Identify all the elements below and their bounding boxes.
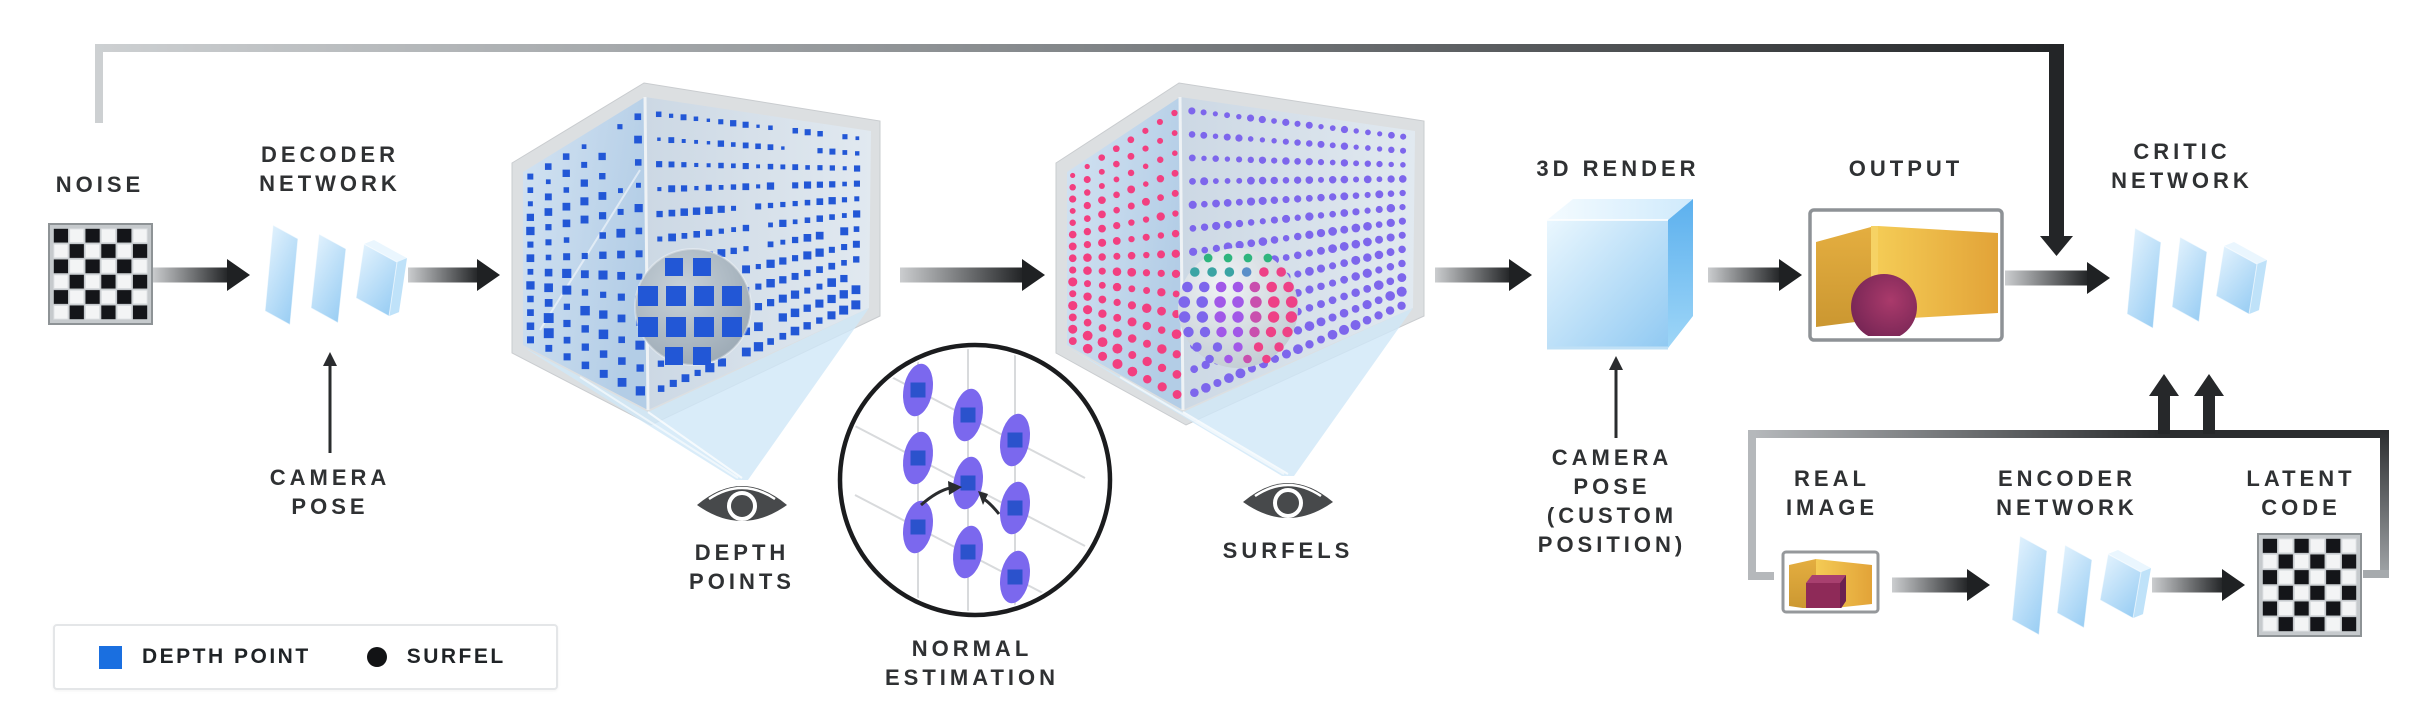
normal-estimation-inset xyxy=(837,342,1113,618)
output-label: OUTPUT xyxy=(1848,156,1964,181)
camera-pose-arrow xyxy=(323,352,337,453)
feedback-bracket-real-latent-to-critic xyxy=(1748,430,2389,580)
surfels-label: SURFELS xyxy=(1222,538,1354,563)
noise-checkerboard xyxy=(48,223,153,325)
decoder-network-layers xyxy=(264,224,407,326)
depth-view-eye-icon xyxy=(697,486,787,521)
depth-projection-cone xyxy=(523,308,869,480)
surfel-projection-cone xyxy=(1067,308,1413,476)
depth-zoom-bubble-squares xyxy=(638,258,742,365)
legend-depth-point-label: DEPTH POINT xyxy=(142,645,311,668)
depth-points-panel xyxy=(511,82,881,480)
surfel-swatch-icon xyxy=(366,647,387,667)
critic-input-up-arrows xyxy=(2149,374,2224,434)
surfels-panel xyxy=(1055,82,1425,476)
surfel-view-eye-icon xyxy=(1243,483,1333,518)
normal-surfel-ellipses xyxy=(902,363,1031,604)
surfel-dots-left-wall xyxy=(1068,109,1182,399)
encoder-network-layers xyxy=(2011,535,2151,636)
depth-point-swatch-icon xyxy=(99,645,122,669)
surfel-sphere-dots xyxy=(1178,253,1298,364)
legend: DEPTH POINT SURFEL xyxy=(53,624,558,690)
surfel-sphere xyxy=(1178,248,1298,368)
flow-arrows xyxy=(152,259,2245,601)
render-cube xyxy=(1547,199,1693,350)
output-image xyxy=(1808,208,2004,342)
legend-surfel-label: SURFEL xyxy=(406,645,506,668)
real-image-thumbnail xyxy=(1781,550,1880,614)
normal-direction-arrows xyxy=(920,481,1001,515)
camera-pose-custom-arrow xyxy=(1609,356,1623,438)
render-3d-label: 3D RENDER xyxy=(1536,156,1700,181)
feedback-line-noise-to-critic xyxy=(95,44,2073,256)
critic-network-layers xyxy=(2126,227,2267,330)
noise-label: NOISE xyxy=(55,172,145,197)
latent-code-checkerboard xyxy=(2257,533,2362,637)
